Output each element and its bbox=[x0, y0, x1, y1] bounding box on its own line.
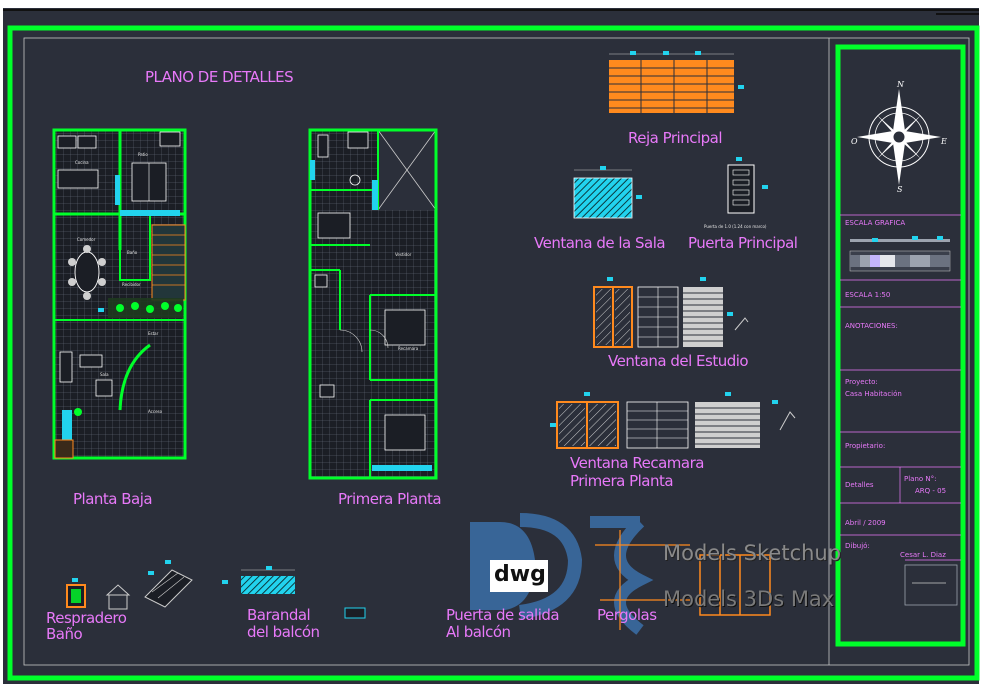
notes-label: ANOTACIONES: bbox=[845, 322, 898, 330]
drawn-value: Cesar L. Diaz bbox=[900, 551, 946, 559]
study-window-detail bbox=[593, 277, 749, 348]
living-window-detail bbox=[573, 166, 642, 219]
ground-floor-label: Planta Baja bbox=[73, 490, 153, 508]
pergolas-label: Pergolas bbox=[597, 606, 657, 624]
sheet-label: Plano N°: bbox=[904, 475, 937, 483]
stair-detail bbox=[144, 560, 193, 608]
bedroom-window-label: Ventana Recamara bbox=[570, 454, 704, 472]
compass-south: S bbox=[897, 185, 903, 194]
balcony-rail-detail bbox=[222, 566, 366, 619]
title-block-rows bbox=[840, 214, 961, 561]
dwg-watermark-logo bbox=[470, 513, 771, 635]
sheet-value: ARQ - 05 bbox=[915, 487, 947, 495]
room-label: Recamara bbox=[398, 346, 419, 351]
details-label: Detalles bbox=[845, 481, 874, 489]
study-window-label: Ventana del Estudio bbox=[608, 352, 749, 370]
room-label: Comedor bbox=[77, 237, 96, 242]
compass-west: O bbox=[851, 137, 858, 146]
balcony-rail-label: Barandal bbox=[247, 606, 311, 624]
room-label: Sala bbox=[100, 372, 109, 377]
drawing-title: PLANO DE DETALLES bbox=[145, 68, 294, 86]
room-label: Vestidor bbox=[395, 252, 412, 257]
exit-door-sub-label: Al balcón bbox=[446, 623, 511, 641]
living-window-label: Ventana de la Sala bbox=[534, 234, 666, 252]
owner-label: Propietario: bbox=[845, 442, 886, 450]
room-label: Recibidor bbox=[122, 282, 141, 287]
door-note: Puerta de 1.0 (1.24 con marco) bbox=[704, 224, 767, 229]
inner-frame bbox=[23, 37, 970, 666]
bedroom-window-detail bbox=[550, 392, 796, 449]
drawn-label: Dibujó: bbox=[845, 542, 870, 550]
bath-vent-detail bbox=[66, 578, 131, 610]
main-gate-label: Reja Principal bbox=[628, 129, 723, 147]
dwg-badge-text: dwg bbox=[494, 562, 546, 587]
watermark-sketchup: Models Sketchup bbox=[663, 541, 842, 565]
bath-vent-label: Respradero bbox=[46, 609, 127, 627]
project-value: Casa Habitación bbox=[845, 390, 902, 398]
balcony-rail-sub-label: del balcón bbox=[247, 623, 320, 641]
title-block-frame bbox=[835, 44, 966, 647]
outer-green-frame bbox=[7, 25, 980, 681]
date-text: Abril / 2009 bbox=[845, 519, 886, 527]
compass-east: E bbox=[941, 137, 947, 146]
ground-floor-plan bbox=[52, 128, 187, 460]
graphic-scale-title: ESCALA GRAFICA bbox=[845, 219, 906, 227]
room-label: Patio bbox=[138, 152, 148, 157]
main-door-label: Puerta Principal bbox=[688, 234, 798, 252]
north-compass-icon bbox=[857, 89, 941, 185]
bedroom-window-sub-label: Primera Planta bbox=[570, 472, 674, 490]
scale-text: ESCALA 1:50 bbox=[845, 291, 891, 299]
watermark-3dsmax: Models 3Ds Max bbox=[663, 587, 835, 611]
first-floor-plan bbox=[308, 128, 438, 480]
room-label: Baño bbox=[127, 250, 138, 255]
first-floor-label: Primera Planta bbox=[338, 490, 442, 508]
compass-north: N bbox=[897, 80, 904, 89]
room-label: Cocina bbox=[75, 160, 89, 165]
main-door-detail bbox=[727, 157, 768, 214]
exit-door-label: Puerta de salida bbox=[446, 606, 560, 624]
main-gate-detail bbox=[609, 51, 744, 113]
graphic-scale-bar bbox=[849, 236, 951, 272]
room-label: Acceso bbox=[148, 409, 163, 414]
bath-vent-sub-label: Baño bbox=[46, 625, 83, 643]
room-label: Estar bbox=[148, 331, 159, 336]
project-label: Proyecto: bbox=[845, 378, 878, 386]
